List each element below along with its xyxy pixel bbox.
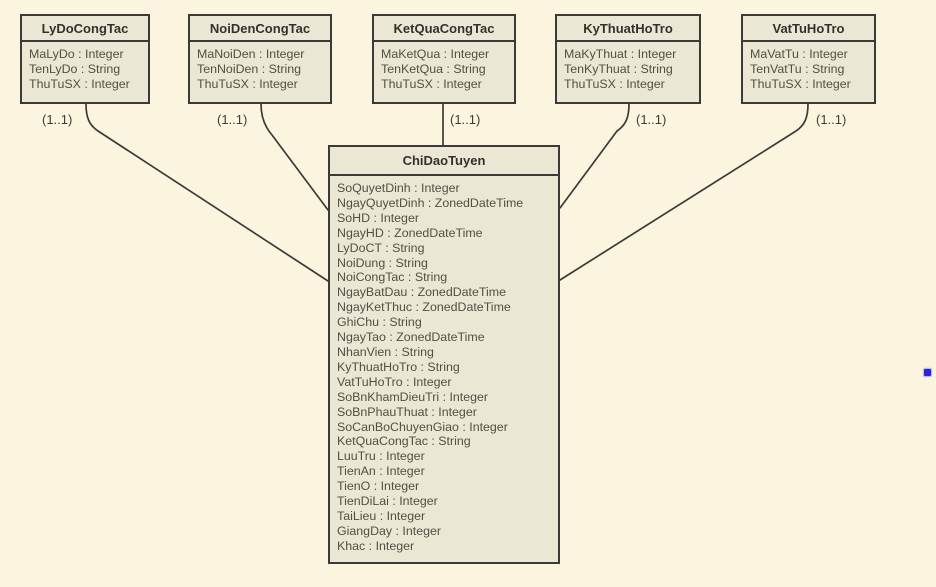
blue-marker-dot — [924, 369, 931, 376]
entity-attribute: KyThuatHoTro : String — [337, 359, 460, 374]
entity-attribute: TenVatTu : String — [750, 62, 845, 77]
entity-attribute: SoQuyetDinh : Integer — [337, 181, 460, 195]
entity-attribute: KetQuaCongTac : String — [337, 434, 471, 449]
entity-attribute: NhanVien : String — [337, 344, 434, 359]
entity-attribute: TaiLieu : Integer — [337, 508, 426, 523]
entity-attribute: NgayHD : ZonedDateTime — [337, 225, 483, 240]
cardinality-label-noidencongtac: (1..1) — [217, 112, 248, 127]
entity-vattuhotro[interactable]: VatTuHoTro MaVatTu : Integer TenVatTu : … — [741, 14, 876, 104]
entity-attribute: TienDiLai : Integer — [337, 494, 438, 509]
entity-attribute: TenLyDo : String — [29, 62, 121, 77]
connector-vattuhotro-chidaotuyen — [559, 103, 809, 281]
entity-title: VatTuHoTro — [743, 16, 874, 42]
entity-attribute: ThuTuSX : Integer — [564, 77, 665, 92]
entity-lydocongtac[interactable]: LyDoCongTac MaLyDo : Integer TenLyDo : S… — [20, 14, 150, 104]
entity-noidencongtac[interactable]: NoiDenCongTac MaNoiDen : Integer TenNoiD… — [188, 14, 332, 104]
cardinality-label-kythuathotro: (1..1) — [636, 112, 667, 127]
entity-attribute: LuuTru : Integer — [337, 449, 425, 464]
entity-attribute: TienAn : Integer — [337, 464, 425, 479]
entity-attribute: SoHD : Integer — [337, 210, 419, 225]
entity-attribute: ThuTuSX : Integer — [750, 77, 851, 92]
entity-attribute: SoBnKhamDieuTri : Integer — [337, 389, 489, 404]
entity-attribute: MaVatTu : Integer — [750, 47, 848, 61]
entity-title: ChiDaoTuyen — [330, 147, 558, 176]
entity-attribute: LyDoCT : String — [337, 240, 425, 255]
entity-attribute: MaKyThuat : Integer — [564, 47, 677, 61]
entity-attribute: MaLyDo : Integer — [29, 47, 124, 61]
entity-attribute: NgayQuyetDinh : ZonedDateTime — [337, 195, 524, 210]
entity-attribute: NoiCongTac : String — [337, 270, 448, 285]
entity-title: KyThuatHoTro — [557, 16, 699, 42]
entity-attribute: MaKetQua : Integer — [381, 47, 490, 61]
cardinality-label-lydocongtac: (1..1) — [42, 112, 73, 127]
entity-title: LyDoCongTac — [22, 16, 148, 42]
entity-chidaotuyen[interactable]: ChiDaoTuyen SoQuyetDinh : Integer NgayQu… — [328, 145, 560, 564]
entity-attribute: NgayBatDau : ZonedDateTime — [337, 285, 506, 300]
entity-attribute: GiangDay : Integer — [337, 523, 442, 538]
entity-attribute: SoBnPhauThuat : Integer — [337, 404, 477, 419]
entity-attribute: TenKyThuat : String — [564, 62, 673, 77]
entity-title: KetQuaCongTac — [374, 16, 514, 42]
entity-attribute: TenKetQua : String — [381, 62, 486, 77]
entity-attribute: VatTuHoTro : Integer — [337, 374, 452, 389]
entity-attribute: ThuTuSX : Integer — [381, 77, 482, 92]
entity-attribute: NgayTao : ZonedDateTime — [337, 330, 485, 345]
entity-title: NoiDenCongTac — [190, 16, 330, 42]
entity-attribute: ThuTuSX : Integer — [29, 77, 130, 92]
cardinality-label-vattuhotro: (1..1) — [816, 112, 847, 127]
entity-attribute: NgayKetThuc : ZonedDateTime — [337, 300, 511, 315]
entity-attribute: ThuTuSX : Integer — [197, 77, 298, 92]
entity-kythuathotro[interactable]: KyThuatHoTro MaKyThuat : Integer TenKyTh… — [555, 14, 701, 104]
connector-lydocongtac-chidaotuyen — [85, 103, 329, 282]
entity-attribute: Khac : Integer — [337, 538, 415, 553]
cardinality-label-ketquacongtac: (1..1) — [450, 112, 481, 127]
entity-attribute: SoCanBoChuyenGiao : Integer — [337, 419, 508, 434]
entity-attribute: GhiChu : String — [337, 315, 422, 330]
entity-ketquacongtac[interactable]: KetQuaCongTac MaKetQua : Integer TenKetQ… — [372, 14, 516, 104]
entity-attribute: TienO : Integer — [337, 479, 420, 494]
entity-attribute: MaNoiDen : Integer — [197, 47, 305, 61]
connector-kythuathotro-chidaotuyen — [559, 103, 630, 209]
connector-noidencongtac-chidaotuyen — [260, 103, 329, 211]
entity-attribute: TenNoiDen : String — [197, 62, 301, 77]
entity-attribute: NoiDung : String — [337, 255, 428, 270]
